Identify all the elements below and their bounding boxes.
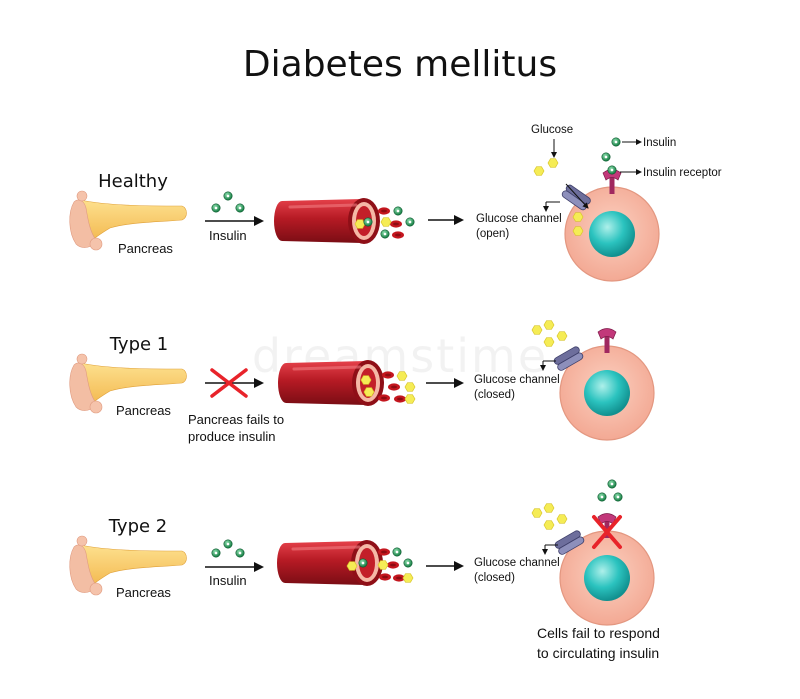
insulin-dot: [235, 548, 245, 558]
insulin-dot: [363, 217, 373, 227]
glucose-entry-arrow: [565, 183, 589, 209]
glucose-molecule: [533, 166, 545, 176]
glucose-molecule: [572, 226, 584, 236]
glucose-label: Glucose: [531, 124, 573, 136]
insulin-dot: [607, 479, 617, 489]
red-blood-cell: [378, 207, 390, 215]
pancreas-label-type2: Pancreas: [116, 585, 171, 600]
glucose-molecule: [543, 520, 555, 530]
pancreas-label-healthy: Pancreas: [118, 241, 173, 256]
glucose-molecule: [354, 219, 366, 229]
insulin-dot: [405, 217, 415, 227]
insulin-dot: [211, 203, 221, 213]
red-blood-cell: [382, 371, 394, 379]
page-title: Diabetes mellitus: [243, 44, 557, 85]
insulin-receptor-label: Insulin receptor: [643, 167, 722, 179]
glucose-molecule: [380, 217, 392, 227]
red-blood-cell: [394, 395, 406, 403]
insulin-dot: [392, 547, 402, 557]
glucose-molecule: [346, 561, 358, 571]
insulin-label-healthy: Insulin: [209, 228, 247, 243]
glucose-channel-state-type2: (closed): [474, 572, 515, 584]
insulin-dot: [393, 206, 403, 216]
insulin-dot: [223, 539, 233, 549]
glucose-molecule: [531, 325, 543, 335]
red-blood-cell: [378, 394, 390, 402]
glucose-molecule: [543, 320, 555, 330]
red-blood-cell: [392, 231, 404, 239]
insulin-label-type2: Insulin: [209, 573, 247, 588]
row-title-healthy: Healthy: [98, 171, 168, 192]
row-type2: Type 2 Pancreas Insulin: [69, 479, 660, 661]
insulin-dot: [358, 558, 368, 568]
insulin-dot: [611, 137, 621, 147]
insulin-dot: [597, 492, 607, 502]
row-title-type1: Type 1: [109, 334, 169, 355]
row-type1: Type 1 Pancreas Pancreas fails to produc…: [69, 320, 655, 444]
glucose-molecule: [404, 382, 416, 392]
red-blood-cell: [379, 573, 391, 581]
cross-icon: [592, 515, 622, 549]
glucose-molecule: [543, 337, 555, 347]
note-type1-line1: Pancreas fails to: [188, 412, 284, 427]
red-blood-cell: [378, 548, 390, 556]
glucose-channel-state-healthy: (open): [476, 228, 509, 240]
insulin-dot: [403, 558, 413, 568]
row-title-type2: Type 2: [108, 516, 168, 537]
pancreas-label-type1: Pancreas: [116, 403, 171, 418]
insulin-dot: [380, 229, 390, 239]
glucose-channel-label-type1: Glucose channel: [474, 374, 560, 386]
red-blood-cell: [387, 561, 399, 569]
glucose-molecule: [363, 387, 375, 397]
insulin-dot: [601, 152, 611, 162]
note-type1-line2: produce insulin: [188, 429, 275, 444]
red-blood-cell: [388, 383, 400, 391]
cross-icon: [210, 368, 248, 398]
glucose-molecule: [572, 212, 584, 222]
glucose-molecule: [547, 158, 559, 168]
note-type2-line2: to circulating insulin: [537, 645, 659, 661]
insulin-label-legend: Insulin: [643, 137, 676, 149]
glucose-channel-label-healthy: Glucose channel: [476, 213, 562, 225]
glucose-molecule: [556, 514, 568, 524]
insulin-dot: [607, 165, 617, 175]
glucose-molecule: [556, 331, 568, 341]
glucose-molecule: [377, 560, 389, 570]
glucose-molecule: [360, 375, 372, 385]
glucose-molecule: [396, 371, 408, 381]
glucose-channel-label-type2: Glucose channel: [474, 557, 560, 569]
glucose-molecule: [543, 503, 555, 513]
glucose-molecule: [402, 573, 414, 583]
row-healthy: Healthy Pancreas Insulin Glucose: [69, 124, 722, 282]
glucose-molecule: [531, 508, 543, 518]
insulin-dot: [211, 548, 221, 558]
glucose-molecule: [404, 394, 416, 404]
glucose-channel-state-type1: (closed): [474, 389, 515, 401]
note-type2-line1: Cells fail to respond: [537, 625, 660, 641]
insulin-dot: [235, 203, 245, 213]
insulin-dot: [613, 492, 623, 502]
insulin-dot: [223, 191, 233, 201]
red-blood-cell: [390, 220, 402, 228]
